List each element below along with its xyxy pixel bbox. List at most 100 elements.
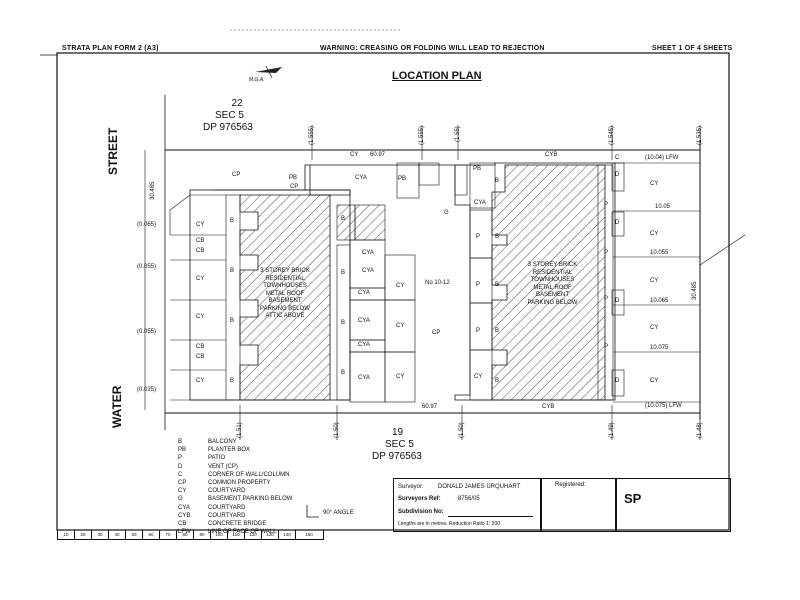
code-p-e4: P [604,344,609,350]
dim-left: 30.485 [150,181,156,200]
code-d-e2: D [615,220,620,226]
top-offset-2: (1.555) [419,125,425,145]
code-pb-2: PB [398,176,407,182]
code-d-e4: D [615,378,620,384]
code-cyb: CYB [545,152,558,158]
code-cp-3: CP [432,330,441,336]
building-left-description: 3 STOREY BRICK RESIDENTIAL TOWNHOUSES ME… [260,268,310,319]
code-d-e1: D [615,172,620,178]
code-b-r1: B [495,234,500,240]
code-b-m4: B [341,370,346,376]
code-cy-l4: CY [196,378,205,384]
code-p-r3: P [476,328,481,334]
code-b-r3: B [495,328,500,334]
code-cy-m3: CY [396,374,405,380]
building-right-description: 3 STOREY BRICK RESIDENTIAL TOWNHOUSES ME… [527,262,578,306]
left-offset-1: (0.065) [137,222,157,228]
bottom-lot-number: 19 [392,427,404,438]
code-p-e1: P [604,202,609,208]
bottom-offset-5: (1.48) [697,422,703,438]
code-cy-e1: CY [650,181,659,187]
code-b-m1: B [341,216,346,222]
right-dim-4: 10.065 [650,298,669,304]
right-dim-5: 10.075 [650,345,669,351]
sp-number: SP [624,491,642,506]
code-cya-5: CYA [358,318,370,324]
code-cy-l2: CY [196,276,205,282]
right-dim-2: 10.05 [655,204,671,210]
code-pb: PB [289,175,298,181]
angle-note: 90° ANGLE [323,510,354,516]
registered-label: Registered: [555,482,586,488]
code-cy: CY [350,152,359,158]
right-dim-6: (10.075) LFW [645,403,682,409]
code-g: G [444,210,449,216]
code-cya-3: CYA [362,268,374,274]
angle-icon [306,505,319,518]
code-cp-2: CP [290,184,299,190]
code-cya-4: CYA [358,290,370,296]
north-arrow-icon [255,65,282,79]
code-cyb-bottom: CYB [542,404,555,410]
left-offset-2: (0.055) [137,264,157,270]
code-b-r4: B [495,378,500,384]
surveyor-ref: 8756/05 [458,496,480,502]
scale-bar: 10 20 30 40 50 60 70 80 90 100 110 120 1… [57,530,324,540]
code-cy-e3: CY [650,278,659,284]
code-b-r2: B [495,282,500,288]
code-p-r2: P [476,282,481,288]
top-lot-dp: DP 976563 [203,122,253,133]
warning-text: WARNING: CREASING OR FOLDING WILL LEAD T… [320,45,545,52]
title-block-surveyor: Surveyor: DONALD JAMES URQUHART Surveyor… [393,478,542,532]
code-cy-r: CY [474,374,483,380]
code-cya: CYA [355,175,367,181]
bottom-lot-dp: DP 976563 [372,451,422,462]
code-b-l2: B [230,268,235,274]
code-cy-e5: CY [650,378,659,384]
lengths-note: Lengths are in metres. Reduction Ratio 1… [398,521,501,527]
top-offset-1: (1.555) [309,125,315,145]
code-cy-m1: CY [396,283,405,289]
right-dim-1: (10.04) LFW [645,155,679,161]
bottom-offset-1: (1.51) [237,422,243,438]
code-cya-r: CYA [474,200,486,206]
code-cy-l1: CY [196,222,205,228]
code-cb-l3: CB [196,344,205,350]
bottom-lot-sec: SEC 5 [385,439,414,450]
subdivision-label: Subdivision No: [398,509,444,515]
street-name-bottom: WATER [110,385,124,428]
north-label: M.G.A. [249,77,265,83]
dim-top: 60.97 [370,152,386,158]
bottom-offset-4: (1.49) [609,422,615,438]
code-p-e3: P [604,296,609,302]
right-dim-3: 10.055 [650,250,669,256]
code-cy-e2: CY [650,231,659,237]
code-cb-l1: CB [196,238,205,244]
top-lot-sec: SEC 5 [215,110,244,121]
top-offset-4: (1.545) [609,125,615,145]
code-b-m2: B [341,270,346,276]
left-offset-4: (0.035) [137,387,157,393]
code-p-r1: P [476,234,481,240]
code-b-r0: B [495,178,500,184]
code-cy-m2: CY [396,323,405,329]
street-address: No 10-12 [425,280,450,286]
title-block-registered: Registered: [540,478,617,532]
bottom-offset-2: (1.50) [334,422,340,438]
code-cya-7: CYA [358,375,370,381]
street-name-top: STREET [106,127,120,175]
code-cya-6: CYA [358,342,370,348]
dim-right: 30.485 [692,281,698,300]
surveyor-ref-label: Surveyors Ref: [398,496,441,502]
code-cb-l2: CB [196,248,205,254]
